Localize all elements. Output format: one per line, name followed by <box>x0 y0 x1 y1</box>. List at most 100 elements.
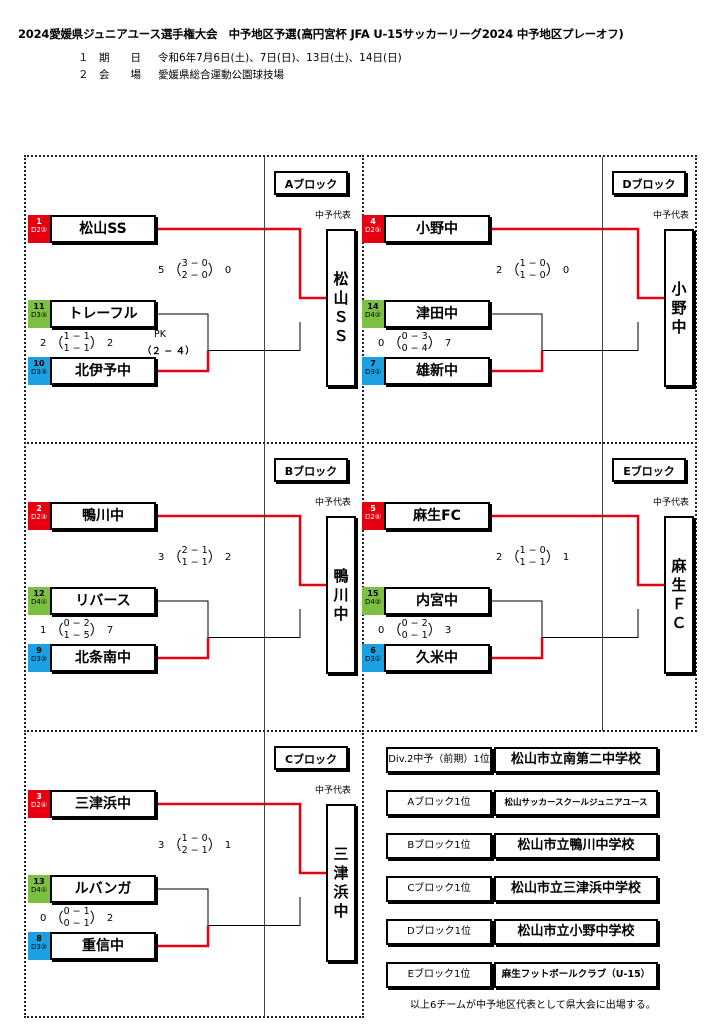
team-box: 松山SS <box>50 215 156 243</box>
semi-right: 2 <box>106 913 114 924</box>
team-box: 北条南中 <box>50 644 156 672</box>
seed-badge: 9 D3② <box>28 644 50 672</box>
winner-char: 中 <box>671 317 687 336</box>
page-title: 2024愛媛県ジュニアユース選手権大会 中予地区予選(高円宮杯 JFA U-15… <box>18 27 624 41</box>
division-label: D4① <box>30 598 48 606</box>
seed-number: 10 <box>33 359 45 368</box>
team-box: 小野中 <box>384 215 490 243</box>
division-label: D3① <box>364 368 382 376</box>
block-label: Bブロック <box>274 458 348 482</box>
block-label: Eブロック <box>612 458 686 482</box>
semi-winner-line <box>156 925 210 948</box>
final-loser-line <box>208 897 301 926</box>
pk-label: PK <box>154 329 166 340</box>
division-label: D3① <box>364 655 382 663</box>
final-left: 2 <box>496 265 503 276</box>
seed-number: 14 <box>367 302 379 311</box>
summary-label-4: Dブロック1位 <box>386 919 492 945</box>
winner-char: 三 <box>333 845 349 863</box>
team-box: 内宮中 <box>384 587 490 615</box>
semi-half2: 0 − 1 <box>63 918 90 929</box>
semi-winner-line <box>156 350 210 373</box>
final-half1: 2 − 1 <box>181 545 208 556</box>
semi-half2: 1 − 1 <box>63 343 90 354</box>
block-divider <box>602 157 603 444</box>
team-box: 北伊予中 <box>50 357 156 385</box>
seed-number: 15 <box>367 589 379 598</box>
division-label: D2④ <box>30 801 48 809</box>
winner-char: 津 <box>333 864 349 882</box>
date-value: 令和6年7月6日(土)、7日(日)、13日(土)、14日(日) <box>158 52 402 64</box>
semi-half1: 0 − 2 <box>401 618 428 629</box>
seed-number: 4 <box>370 217 376 226</box>
venue-value: 愛媛県総合運動公園球技場 <box>158 69 284 81</box>
venue-label: ２ 会 場 <box>78 69 141 81</box>
division-label: D3② <box>30 943 48 951</box>
seed-number: 3 <box>36 792 42 801</box>
final-half2: 1 − 1 <box>181 557 208 568</box>
seed-badge: 15 D4② <box>362 587 384 615</box>
representative-label: 中予代表 <box>315 498 352 508</box>
team-box: 麻生FC <box>384 502 490 530</box>
team-box: 久米中 <box>384 644 490 672</box>
block-winner-box: 鴨川中 <box>326 516 356 674</box>
block-divider <box>264 157 265 444</box>
final-right: 2 <box>224 552 232 563</box>
final-loser-line <box>208 322 301 351</box>
seed-number: 12 <box>33 589 45 598</box>
semi-loser-line <box>156 313 209 351</box>
team-box: 重信中 <box>50 932 156 960</box>
team-box: リバース <box>50 587 156 615</box>
division-label: D4① <box>30 886 48 894</box>
final-half1: 1 − 0 <box>181 833 208 844</box>
summary-label-0: Div.2中予（前期）1位 <box>386 747 492 773</box>
semi-winner-line <box>156 637 210 660</box>
footer-note: 以上6チームが中予地区代表として県大会に出場する。 <box>410 1000 656 1011</box>
final-half1: 3 − 0 <box>181 258 208 269</box>
final-half2: 1 − 1 <box>519 557 546 568</box>
seed-number: 11 <box>33 302 45 311</box>
seed-badge: 7 D3① <box>362 357 384 385</box>
summary-value-3: 松山市立三津浜中学校 <box>494 876 658 902</box>
seed-badge: 14 D4② <box>362 300 384 328</box>
division-label: D3② <box>30 655 48 663</box>
block-label: Cブロック <box>274 746 348 770</box>
semi-left: 0 <box>378 338 385 349</box>
seed-badge: 2 D2③ <box>28 502 50 530</box>
final-winner-line <box>156 227 326 300</box>
division-label: D4② <box>364 311 382 319</box>
final-loser-line <box>208 609 301 638</box>
semi-half1: 1 − 1 <box>63 331 90 342</box>
division-label: D2③ <box>30 513 48 521</box>
summary-label-1: Aブロック1位 <box>386 790 492 816</box>
final-left: 3 <box>158 552 165 563</box>
seed-badge: 11 D3③ <box>28 300 50 328</box>
semi-loser-line <box>490 313 543 351</box>
team-box: 三津浜中 <box>50 790 156 818</box>
semi-winner-line <box>490 637 544 660</box>
winner-char: Ｓ <box>333 327 349 345</box>
seed-badge: 4 D2⑤ <box>362 215 384 243</box>
seed-badge: 1 D2② <box>28 215 50 243</box>
team-box: 津田中 <box>384 300 490 328</box>
seed-badge: 8 D3② <box>28 932 50 960</box>
final-left: 3 <box>158 840 165 851</box>
block-winner-box: 小野中 <box>664 229 694 387</box>
division-label: D3③ <box>30 368 48 376</box>
semi-right: 3 <box>444 625 452 636</box>
winner-char: 麻 <box>671 557 687 575</box>
final-half2: 2 − 0 <box>181 270 208 281</box>
semi-half1: 0 − 2 <box>63 618 90 629</box>
representative-label: 中予代表 <box>315 786 352 796</box>
team-box: トレーフル <box>50 300 156 328</box>
seed-badge: 12 D4① <box>28 587 50 615</box>
team-box: 雄新中 <box>384 357 490 385</box>
